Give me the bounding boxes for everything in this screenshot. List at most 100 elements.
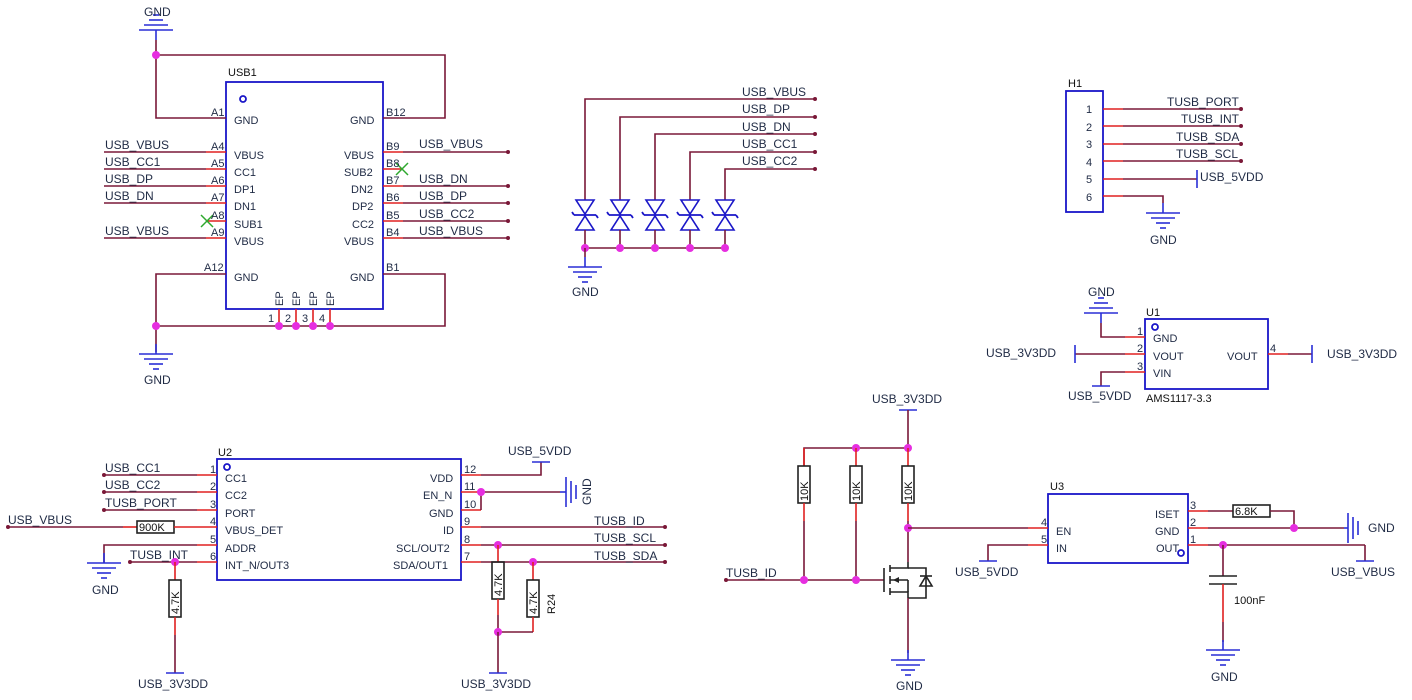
pin-b1: B1 (386, 262, 399, 274)
gnd-net-u1: GND (1088, 285, 1115, 299)
net-usb-vbus-a9: USB_VBUS (105, 224, 169, 238)
pin-name-vbus-b9: VBUS (344, 150, 374, 162)
pin-name-dp2: DP2 (352, 201, 373, 213)
pin-a7: A7 (211, 192, 224, 204)
pin-name-dp1: DP1 (234, 184, 255, 196)
u2-pin-name-vbus-det: VBUS_DET (225, 525, 283, 537)
net-u2-3v3-left: USB_3V3DD (138, 677, 208, 691)
r-900k-value: 900K (139, 522, 165, 534)
gnd-net-tvs: GND (572, 285, 599, 299)
u3-charger: U3 4 5 3 2 1 EN IN ISET GND OUT USB_5VDD… (955, 481, 1395, 684)
usb1-connector: USB1 GND A1 GND USB_VBUS A4 VBUS USB_CC1… (104, 5, 510, 387)
u2-pin3: 3 (210, 499, 216, 511)
u1-pin1: 1 (1137, 326, 1143, 338)
pin-name-ep-4: EP (325, 291, 337, 306)
pin-b5: B5 (386, 210, 399, 222)
h1-pin5: 5 (1086, 174, 1092, 186)
net-usb-dp-a6: USB_DP (105, 172, 153, 186)
pin-name-dn1: DN1 (234, 201, 256, 213)
net-u2-sda: TUSB_SDA (594, 549, 657, 563)
gnd-net-top: GND (144, 5, 171, 19)
net-mos-tusb-id: TUSB_ID (726, 566, 777, 580)
r24-value: 4.7K (528, 591, 540, 614)
u3-pin4: 4 (1041, 517, 1047, 529)
gnd-net-h1: GND (1150, 233, 1177, 247)
u2-pin8: 8 (464, 534, 470, 546)
net-u2-cc1: USB_CC1 (105, 461, 161, 475)
net-tvs-dp: USB_DP (742, 102, 790, 116)
pin-b4: B4 (386, 227, 399, 239)
net-h1-scl: TUSB_SCL (1176, 147, 1238, 161)
pin-name-vbus-a9: VBUS (234, 236, 264, 248)
u2-pin-name-cc1: CC1 (225, 473, 247, 485)
u1-pin4: 4 (1270, 343, 1276, 355)
u3-pin5: 5 (1041, 534, 1047, 546)
net-mos-3v3: USB_3V3DD (872, 392, 942, 406)
u1-pin-name-vout-l: VOUT (1153, 351, 1184, 363)
net-u2-3v3-right: USB_3V3DD (461, 677, 531, 691)
u2-pin6: 6 (210, 551, 216, 563)
h1-header: H1 1 2 3 4 5 6 TUSB_PORT TUSB_INT TUSB_S… (1065, 78, 1264, 247)
gnd-net-bottom: GND (144, 373, 171, 387)
r-4k7-scl-value: 4.7K (493, 573, 505, 596)
pin-b12: B12 (386, 107, 406, 119)
pin-ep4: 4 (319, 313, 325, 325)
u2-pin-name-int: INT_N/OUT3 (225, 560, 289, 572)
pin-name-dn2: DN2 (351, 184, 373, 196)
usb1-ref: USB1 (228, 67, 257, 79)
net-tvs-cc2: USB_CC2 (742, 154, 798, 168)
h1-pin6: 6 (1086, 192, 1092, 204)
u1-ref: U1 (1146, 307, 1160, 319)
u2-pin12: 12 (464, 464, 476, 476)
r-6k8-value: 6.8K (1235, 506, 1258, 518)
pin-name-ep-1: EP (274, 291, 286, 306)
u3-pin-name-gnd: GND (1155, 526, 1180, 538)
u2-tusb: U2 1 2 3 4 5 6 CC1 CC2 PORT VBUS_DET ADD… (6, 444, 667, 691)
gnd-net-mos: GND (896, 679, 923, 693)
net-h1-5vdd: USB_5VDD (1200, 170, 1264, 184)
u2-pin-name-gnd: GND (429, 508, 454, 520)
net-usb-cc1-a5: USB_CC1 (105, 155, 161, 169)
h1-body (1065, 90, 1104, 213)
pin-a5: A5 (211, 158, 224, 170)
pin-name-cc1: CC1 (234, 167, 256, 179)
h1-pin4: 4 (1086, 157, 1092, 169)
net-u2-vbus: USB_VBUS (8, 513, 72, 527)
usb1-pin1-marker (239, 95, 247, 103)
u3-pin1-marker (1177, 549, 1185, 557)
pin-a6: A6 (211, 175, 224, 187)
net-u1-3v3-in: USB_3V3DD (986, 346, 1056, 360)
net-h1-int: TUSB_INT (1181, 112, 1240, 126)
u2-pin1: 1 (210, 464, 216, 476)
u3-pin3: 3 (1190, 500, 1196, 512)
pin-b9: B9 (386, 141, 399, 153)
net-u2-int: TUSB_INT (130, 548, 189, 562)
pin-b6: B6 (386, 192, 399, 204)
usb1-body (225, 81, 384, 310)
pin-b8: B8 (386, 158, 399, 170)
no-connect-a8 (200, 214, 214, 228)
pin-name-gnd-b1: GND (350, 272, 375, 284)
net-usb-dn-b7: USB_DN (419, 172, 468, 186)
u2-pin-name-sda: SDA/OUT1 (393, 560, 448, 572)
gnd-net-u2-right: GND (580, 478, 594, 505)
gnd-net-cap: GND (1211, 670, 1238, 684)
no-connect-b8 (395, 162, 409, 176)
pin-a12: A12 (204, 262, 224, 274)
pin-a1: A1 (211, 107, 224, 119)
u3-pin2: 2 (1190, 517, 1196, 529)
net-u1-5vdd: USB_5VDD (1068, 389, 1132, 403)
u2-pin4: 4 (210, 516, 216, 528)
r-10k-1-value: 10K (799, 481, 811, 501)
net-usb-dp-b6: USB_DP (419, 189, 467, 203)
id-switch-circuit: USB_3V3DD 10K 10K 10K TUSB_ID (724, 392, 1028, 693)
u2-pin-name-scl: SCL/OUT2 (396, 543, 450, 555)
gnd-net-u3: GND (1368, 521, 1395, 535)
u2-pin11: 11 (464, 481, 475, 493)
u2-pin10: 10 (464, 499, 476, 511)
net-h1-sda: TUSB_SDA (1176, 130, 1239, 144)
capacitor-100nf (1209, 575, 1237, 585)
pin-name-sub1: SUB1 (234, 219, 263, 231)
pin-name-ep-2: EP (291, 291, 303, 306)
